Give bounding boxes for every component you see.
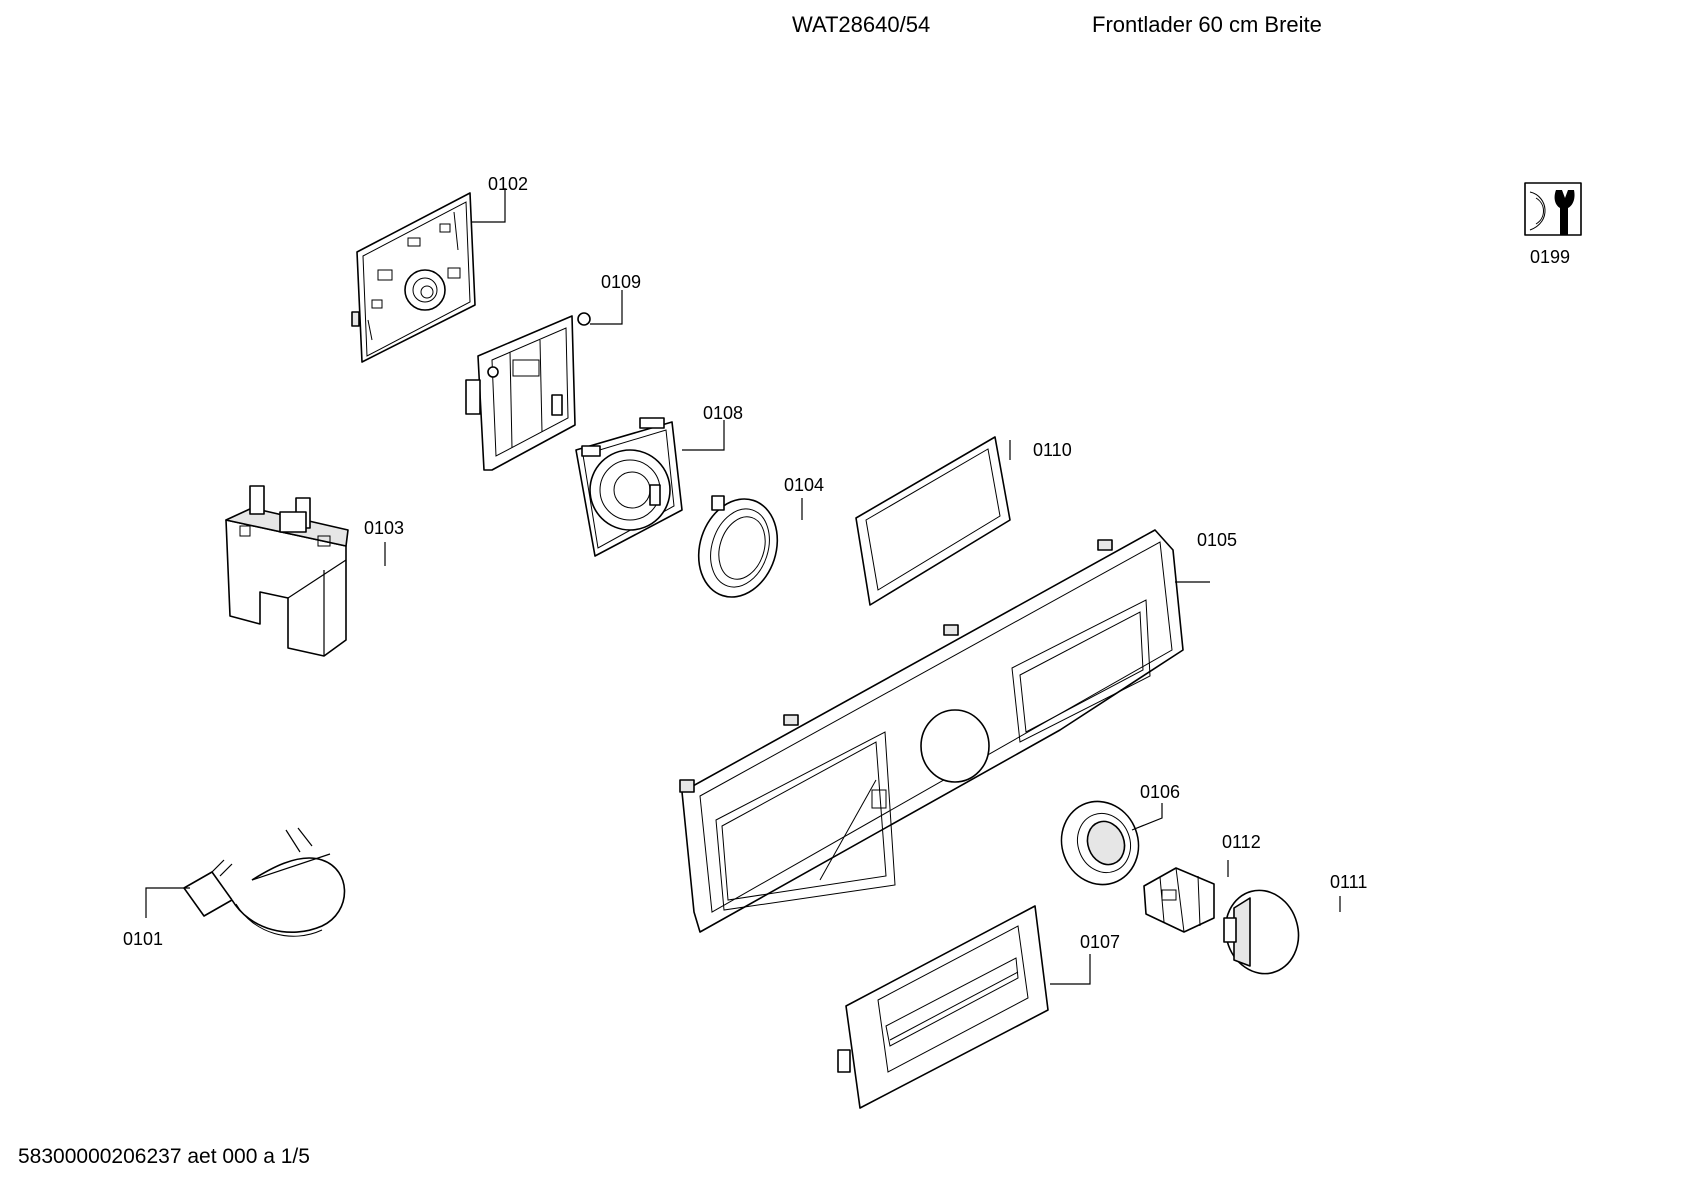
wrench-service-icon[interactable] bbox=[1524, 182, 1582, 236]
label-0112: 0112 bbox=[1222, 832, 1261, 852]
part-0111-knob[interactable] bbox=[1216, 882, 1307, 982]
part-0102-circuit-board[interactable] bbox=[351, 192, 476, 363]
leader-lines bbox=[145, 188, 1341, 985]
label-0110: 0110 bbox=[1033, 440, 1072, 460]
model-number: WAT28640/54 bbox=[792, 12, 931, 37]
part-0101-power-cord[interactable] bbox=[183, 827, 346, 937]
label-0101: 0101 bbox=[123, 929, 163, 949]
label-0104: 0104 bbox=[784, 475, 824, 495]
label-0107: 0107 bbox=[1080, 932, 1120, 952]
label-0103: 0103 bbox=[364, 518, 404, 538]
part-0106-bearing-ring[interactable] bbox=[1050, 791, 1150, 896]
document-code: 58300000206237 aet 000 a 1/5 bbox=[18, 1145, 310, 1168]
label-0109: 0109 bbox=[601, 272, 641, 292]
label-0102: 0102 bbox=[488, 174, 528, 194]
label-0199: 0199 bbox=[1530, 247, 1570, 267]
model-description: Frontlader 60 cm Breite bbox=[1092, 12, 1322, 37]
part-0107-handle-trim[interactable] bbox=[837, 905, 1049, 1109]
label-0108: 0108 bbox=[703, 403, 743, 423]
label-0111: 0111 bbox=[1330, 872, 1367, 892]
part-0103-suppressor-block[interactable] bbox=[225, 485, 349, 657]
part-0105-control-panel[interactable] bbox=[679, 529, 1184, 933]
part-0110-display-window[interactable] bbox=[855, 436, 1011, 606]
part-0109-board-carrier[interactable] bbox=[465, 312, 591, 471]
part-0112-adapter[interactable] bbox=[1143, 867, 1215, 933]
label-0105: 0105 bbox=[1197, 530, 1237, 550]
part-0108-knob-holder[interactable] bbox=[575, 417, 683, 557]
label-0106: 0106 bbox=[1140, 782, 1180, 802]
part-0104-ring[interactable] bbox=[686, 489, 789, 608]
